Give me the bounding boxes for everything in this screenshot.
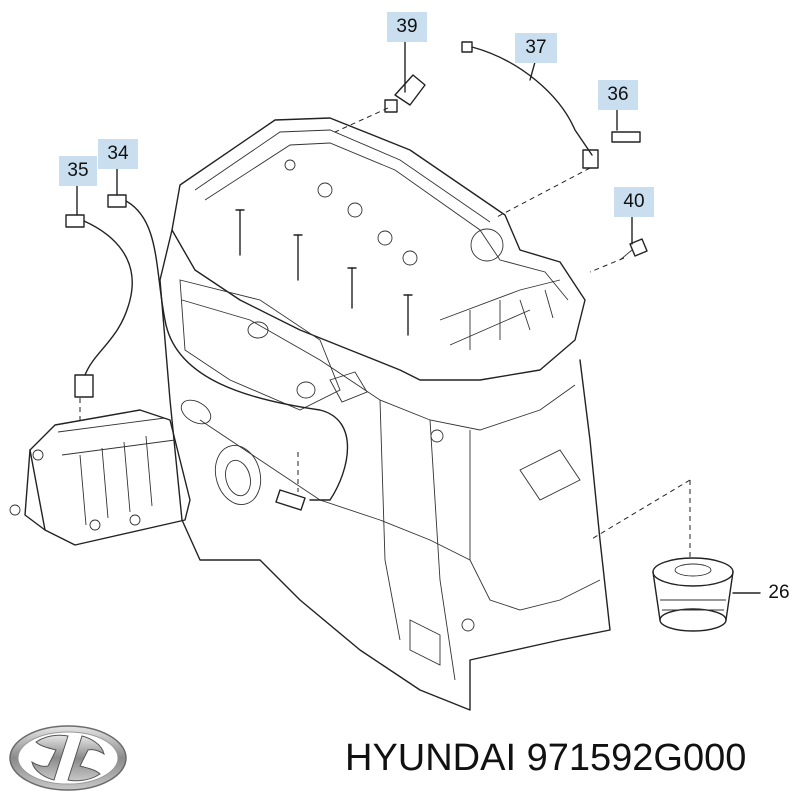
brand-name: HYUNDAI xyxy=(345,737,517,779)
part-number: 971592G000 xyxy=(526,737,747,779)
callout-40: 40 xyxy=(614,187,654,217)
callout-37: 37 xyxy=(515,33,557,63)
exhaust-manifold-cover xyxy=(9,409,191,546)
engine-block xyxy=(159,117,611,711)
hyundai-logo-icon xyxy=(9,725,127,791)
callout-35: 35 xyxy=(59,156,97,186)
callout-36: 36 xyxy=(598,80,638,110)
callout-34: 34 xyxy=(98,139,138,169)
sensor-harnesses xyxy=(65,41,648,511)
oil-filter xyxy=(652,557,734,632)
brand-part-label: HYUNDAI 971592G000 xyxy=(345,733,795,783)
callout-39: 39 xyxy=(387,12,427,42)
callout-26: 26 xyxy=(768,582,790,603)
leader-lines xyxy=(76,41,761,594)
